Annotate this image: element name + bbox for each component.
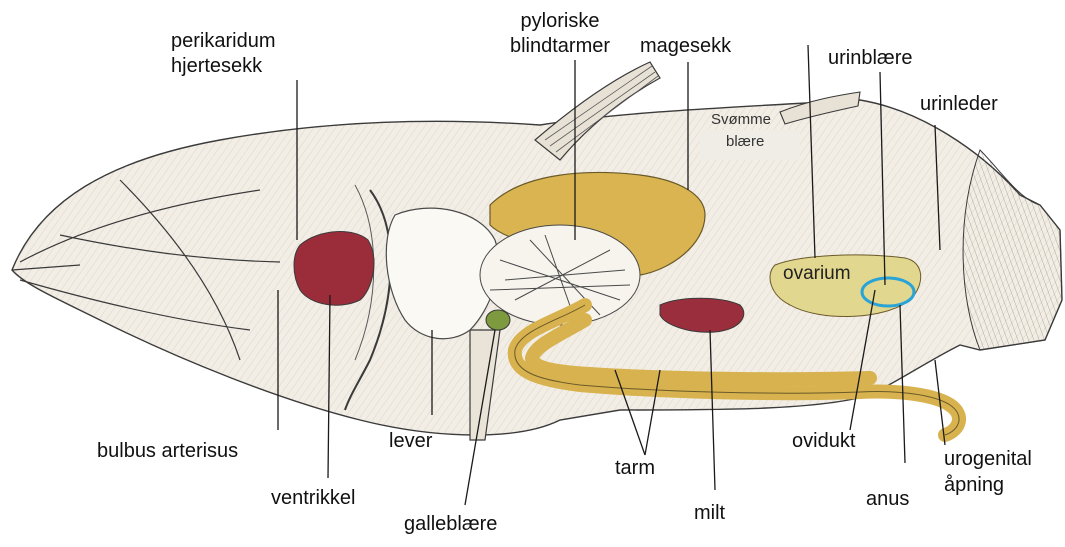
label-milt: milt — [694, 502, 725, 525]
label-anus: anus — [866, 488, 909, 511]
label-galleblaere: galleblære — [404, 513, 497, 536]
label-ovarium: ovarium — [783, 263, 851, 285]
heart-ventricle — [294, 232, 374, 306]
label-ovidukt: ovidukt — [792, 430, 855, 453]
gallbladder — [486, 310, 510, 330]
label-blaere: blære — [726, 133, 764, 150]
label-perikaridum: perikaridum — [171, 30, 275, 53]
label-blindtarmer: blindtarmer — [485, 35, 635, 58]
label-pyloriske: pyloriske — [505, 10, 615, 33]
label-bulbus-arterisus: bulbus arterisus — [97, 440, 238, 463]
label-ventrikkel: ventrikkel — [271, 487, 355, 510]
label-tarm: tarm — [615, 457, 655, 480]
label-magesekk: magesekk — [640, 35, 731, 58]
tail-region — [963, 150, 1062, 350]
label-hjertesekk: hjertesekk — [171, 55, 262, 78]
label-apning: åpning — [944, 474, 1004, 497]
label-lever: lever — [389, 430, 432, 453]
label-svomme: Svømme — [711, 111, 771, 128]
label-urogenital: urogenital — [944, 448, 1032, 471]
label-urinleder: urinleder — [920, 93, 998, 116]
label-urinblaere: urinblære — [828, 47, 912, 70]
